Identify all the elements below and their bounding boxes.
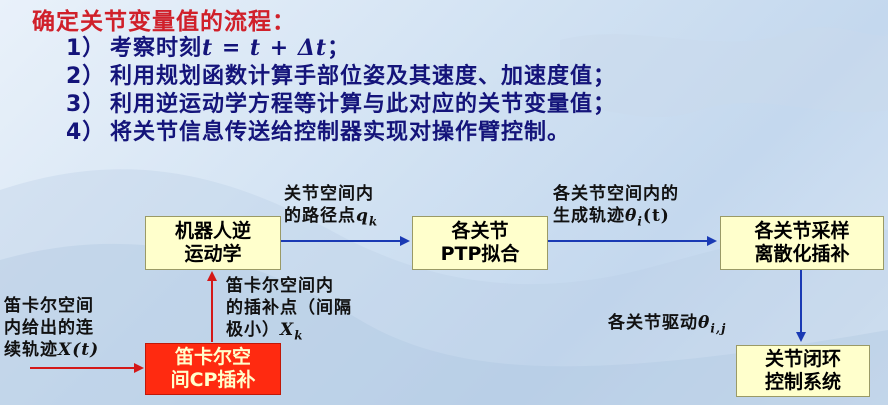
step-1: 1）考察时刻t = t + Δt； bbox=[66, 30, 350, 62]
box-sampling-line1: 各关节采样 bbox=[754, 220, 850, 242]
box-ptp-fitting-line1: 各关节 bbox=[451, 220, 509, 242]
label-interp-line1: 笛卡尔空间内 bbox=[226, 276, 334, 296]
label-input-var: X(t) bbox=[58, 340, 100, 360]
label-trajectory-line1: 各关节空间内的 bbox=[553, 184, 679, 204]
label-interp-var: X bbox=[280, 320, 295, 340]
step-2: 2）利用规划函数计算手部位姿及其速度、加速度值； bbox=[66, 58, 616, 90]
label-trajectory: 各关节空间内的 生成轨迹θi(t) bbox=[553, 183, 679, 232]
page-title: 确定关节变量值的流程： bbox=[32, 9, 296, 35]
step-2-text: 利用规划函数计算手部位姿及其速度、加速度值； bbox=[110, 64, 617, 89]
box-cartesian-cp-line1: 笛卡尔空 bbox=[174, 346, 251, 368]
step-4-text: 将关节信息传送给控制器实现对操作臂控制。 bbox=[110, 120, 571, 145]
label-joint-path-line1: 关节空间内 bbox=[284, 184, 374, 204]
step-1-number: 1） bbox=[66, 36, 106, 61]
box-closed-loop-line1: 关节闭环 bbox=[764, 348, 841, 370]
label-input-trajectory: 笛卡尔空间 内给出的连 续轨迹X(t) bbox=[4, 295, 99, 361]
label-interpolation-points: 笛卡尔空间内 的插补点（间隔 极小）Xk bbox=[226, 275, 352, 346]
label-joint-drive: 各关节驱动θi,j bbox=[608, 312, 726, 339]
label-trajectory-var: θ bbox=[625, 206, 638, 226]
label-drive-var: θ bbox=[698, 313, 711, 333]
label-input-line1: 笛卡尔空间 bbox=[4, 296, 94, 316]
step-4-number: 4） bbox=[66, 120, 106, 145]
box-sampling-interpolation: 各关节采样 离散化插补 bbox=[720, 216, 884, 270]
box-closed-loop-control: 关节闭环 控制系统 bbox=[736, 345, 870, 397]
box-cartesian-cp: 笛卡尔空 间CP插补 bbox=[145, 343, 281, 395]
label-joint-path-sub: k bbox=[368, 214, 379, 229]
box-inverse-kinematics: 机器人逆 运动学 bbox=[145, 216, 281, 270]
box-closed-loop-line2: 控制系统 bbox=[764, 371, 841, 393]
label-joint-path: 关节空间内 的路径点qk bbox=[284, 183, 378, 232]
box-ptp-fitting: 各关节 PTP拟合 bbox=[412, 216, 548, 270]
box-ptp-fitting-line2: PTP拟合 bbox=[440, 243, 520, 265]
label-interp-line3: 极小） bbox=[226, 320, 280, 340]
box-inverse-kinematics-line1: 机器人逆 bbox=[174, 220, 251, 242]
step-2-number: 2） bbox=[66, 64, 106, 89]
step-1-formula: t = t + Δt bbox=[202, 35, 328, 61]
step-4: 4）将关节信息传送给控制器实现对操作臂控制。 bbox=[66, 114, 570, 146]
box-cartesian-cp-line2: 间CP插补 bbox=[170, 369, 256, 391]
step-1-suffix: ； bbox=[327, 36, 351, 61]
label-joint-path-line2: 的路径点 bbox=[284, 206, 356, 226]
box-inverse-kinematics-line2: 运动学 bbox=[184, 243, 242, 265]
label-trajectory-line2: 生成轨迹 bbox=[553, 206, 625, 226]
step-3: 3）利用逆运动学方程等计算与此对应的关节变量值； bbox=[66, 86, 616, 118]
label-interp-sub: k bbox=[294, 328, 304, 343]
label-trajectory-arg: (t) bbox=[642, 206, 670, 226]
label-drive-sub: i,j bbox=[710, 321, 727, 336]
step-1-text: 考察时刻 bbox=[110, 36, 203, 61]
step-3-number: 3） bbox=[66, 92, 106, 117]
label-trajectory-sub: i bbox=[637, 214, 643, 229]
box-sampling-line2: 离散化插补 bbox=[754, 243, 850, 265]
label-interp-line2: 的插补点（间隔 bbox=[226, 298, 352, 318]
step-3-text: 利用逆运动学方程等计算与此对应的关节变量值； bbox=[110, 92, 617, 117]
label-drive-text: 各关节驱动 bbox=[608, 313, 698, 333]
label-input-line2: 内给出的连 bbox=[4, 318, 94, 338]
label-input-line3: 续轨迹 bbox=[4, 340, 58, 360]
label-joint-path-var: q bbox=[356, 206, 369, 226]
